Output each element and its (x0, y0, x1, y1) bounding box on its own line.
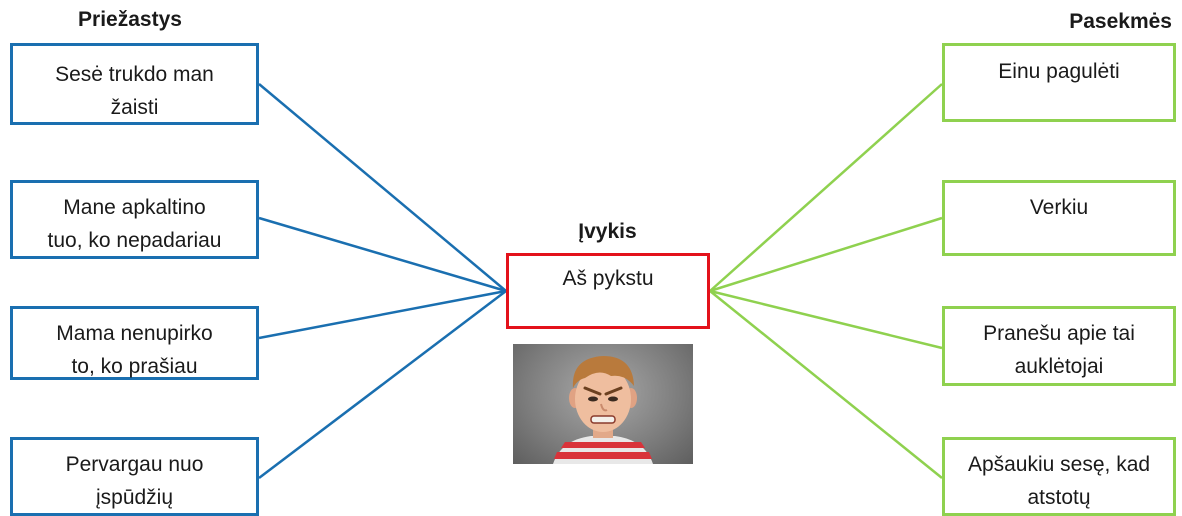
effect-box-1: Einu pagulėti (942, 43, 1176, 122)
shirt (553, 436, 653, 464)
effect-connector-4 (709, 290, 943, 479)
shirt-stripe (561, 442, 645, 448)
cause-4-line-2: įspūdžių (95, 486, 174, 509)
effect-3-line-2: auklėtojai (1014, 355, 1104, 378)
cause-box-4: Pervargau nuo įspūdžių (10, 437, 259, 516)
nose (600, 403, 608, 412)
cause-3-line-2: to, ko prašiau (71, 355, 198, 378)
cause-3-line-1: Mama nenupirko (56, 322, 213, 345)
cause-connector-4 (258, 290, 507, 479)
cause-2-line-1: Mane apkaltino (63, 196, 206, 219)
effect-box-3: Pranešu apie tai auklėtojai (942, 306, 1176, 386)
brow-right (604, 386, 623, 396)
effect-4-line-1: Apšaukiu sesę, kad (967, 453, 1151, 476)
cause-connector-1 (258, 83, 507, 292)
child-illustration (553, 356, 653, 464)
brow-left (583, 386, 602, 396)
effect-box-2: Verkiu (942, 180, 1176, 256)
cause-1-line-1: Sesė trukdo man (55, 63, 214, 86)
face (575, 366, 631, 432)
event-label: Aš pykstu (562, 267, 654, 290)
cause-1-line-2: žaisti (110, 96, 159, 119)
effect-connector-3 (709, 289, 943, 350)
effect-1-line-1: Einu pagulėti (998, 60, 1120, 83)
event-box: Aš pykstu (506, 253, 710, 329)
hair (572, 356, 634, 388)
event-heading: Įvykis (578, 220, 637, 243)
effect-2-line-1: Verkiu (1029, 196, 1089, 219)
effects-heading: Pasekmės (1069, 10, 1172, 33)
angry-child-photo (513, 344, 693, 464)
cause-box-1: Sesė trukdo man žaisti (10, 43, 259, 125)
eye-right (608, 396, 618, 402)
effect-box-4: Apšaukiu sesę, kad atstotų (942, 437, 1176, 516)
effect-4-line-2: atstotų (1027, 486, 1091, 509)
cause-connector-2 (258, 216, 507, 293)
cause-2-line-2: tuo, ko nepadariau (47, 229, 222, 252)
causes-heading: Priežastys (78, 8, 182, 31)
effect-3-line-1: Pranešu apie tai (983, 322, 1135, 345)
cause-box-2: Mane apkaltino tuo, ko nepadariau (10, 180, 259, 259)
cause-connector-3 (258, 289, 507, 340)
cause-box-3: Mama nenupirko to, ko prašiau (10, 306, 259, 380)
effect-connector-1 (709, 83, 943, 292)
eye-left (588, 396, 598, 402)
mouth (590, 415, 616, 424)
shirt-stripe (554, 452, 652, 459)
effect-connector-2 (709, 216, 943, 293)
cause-4-line-1: Pervargau nuo (65, 453, 204, 476)
